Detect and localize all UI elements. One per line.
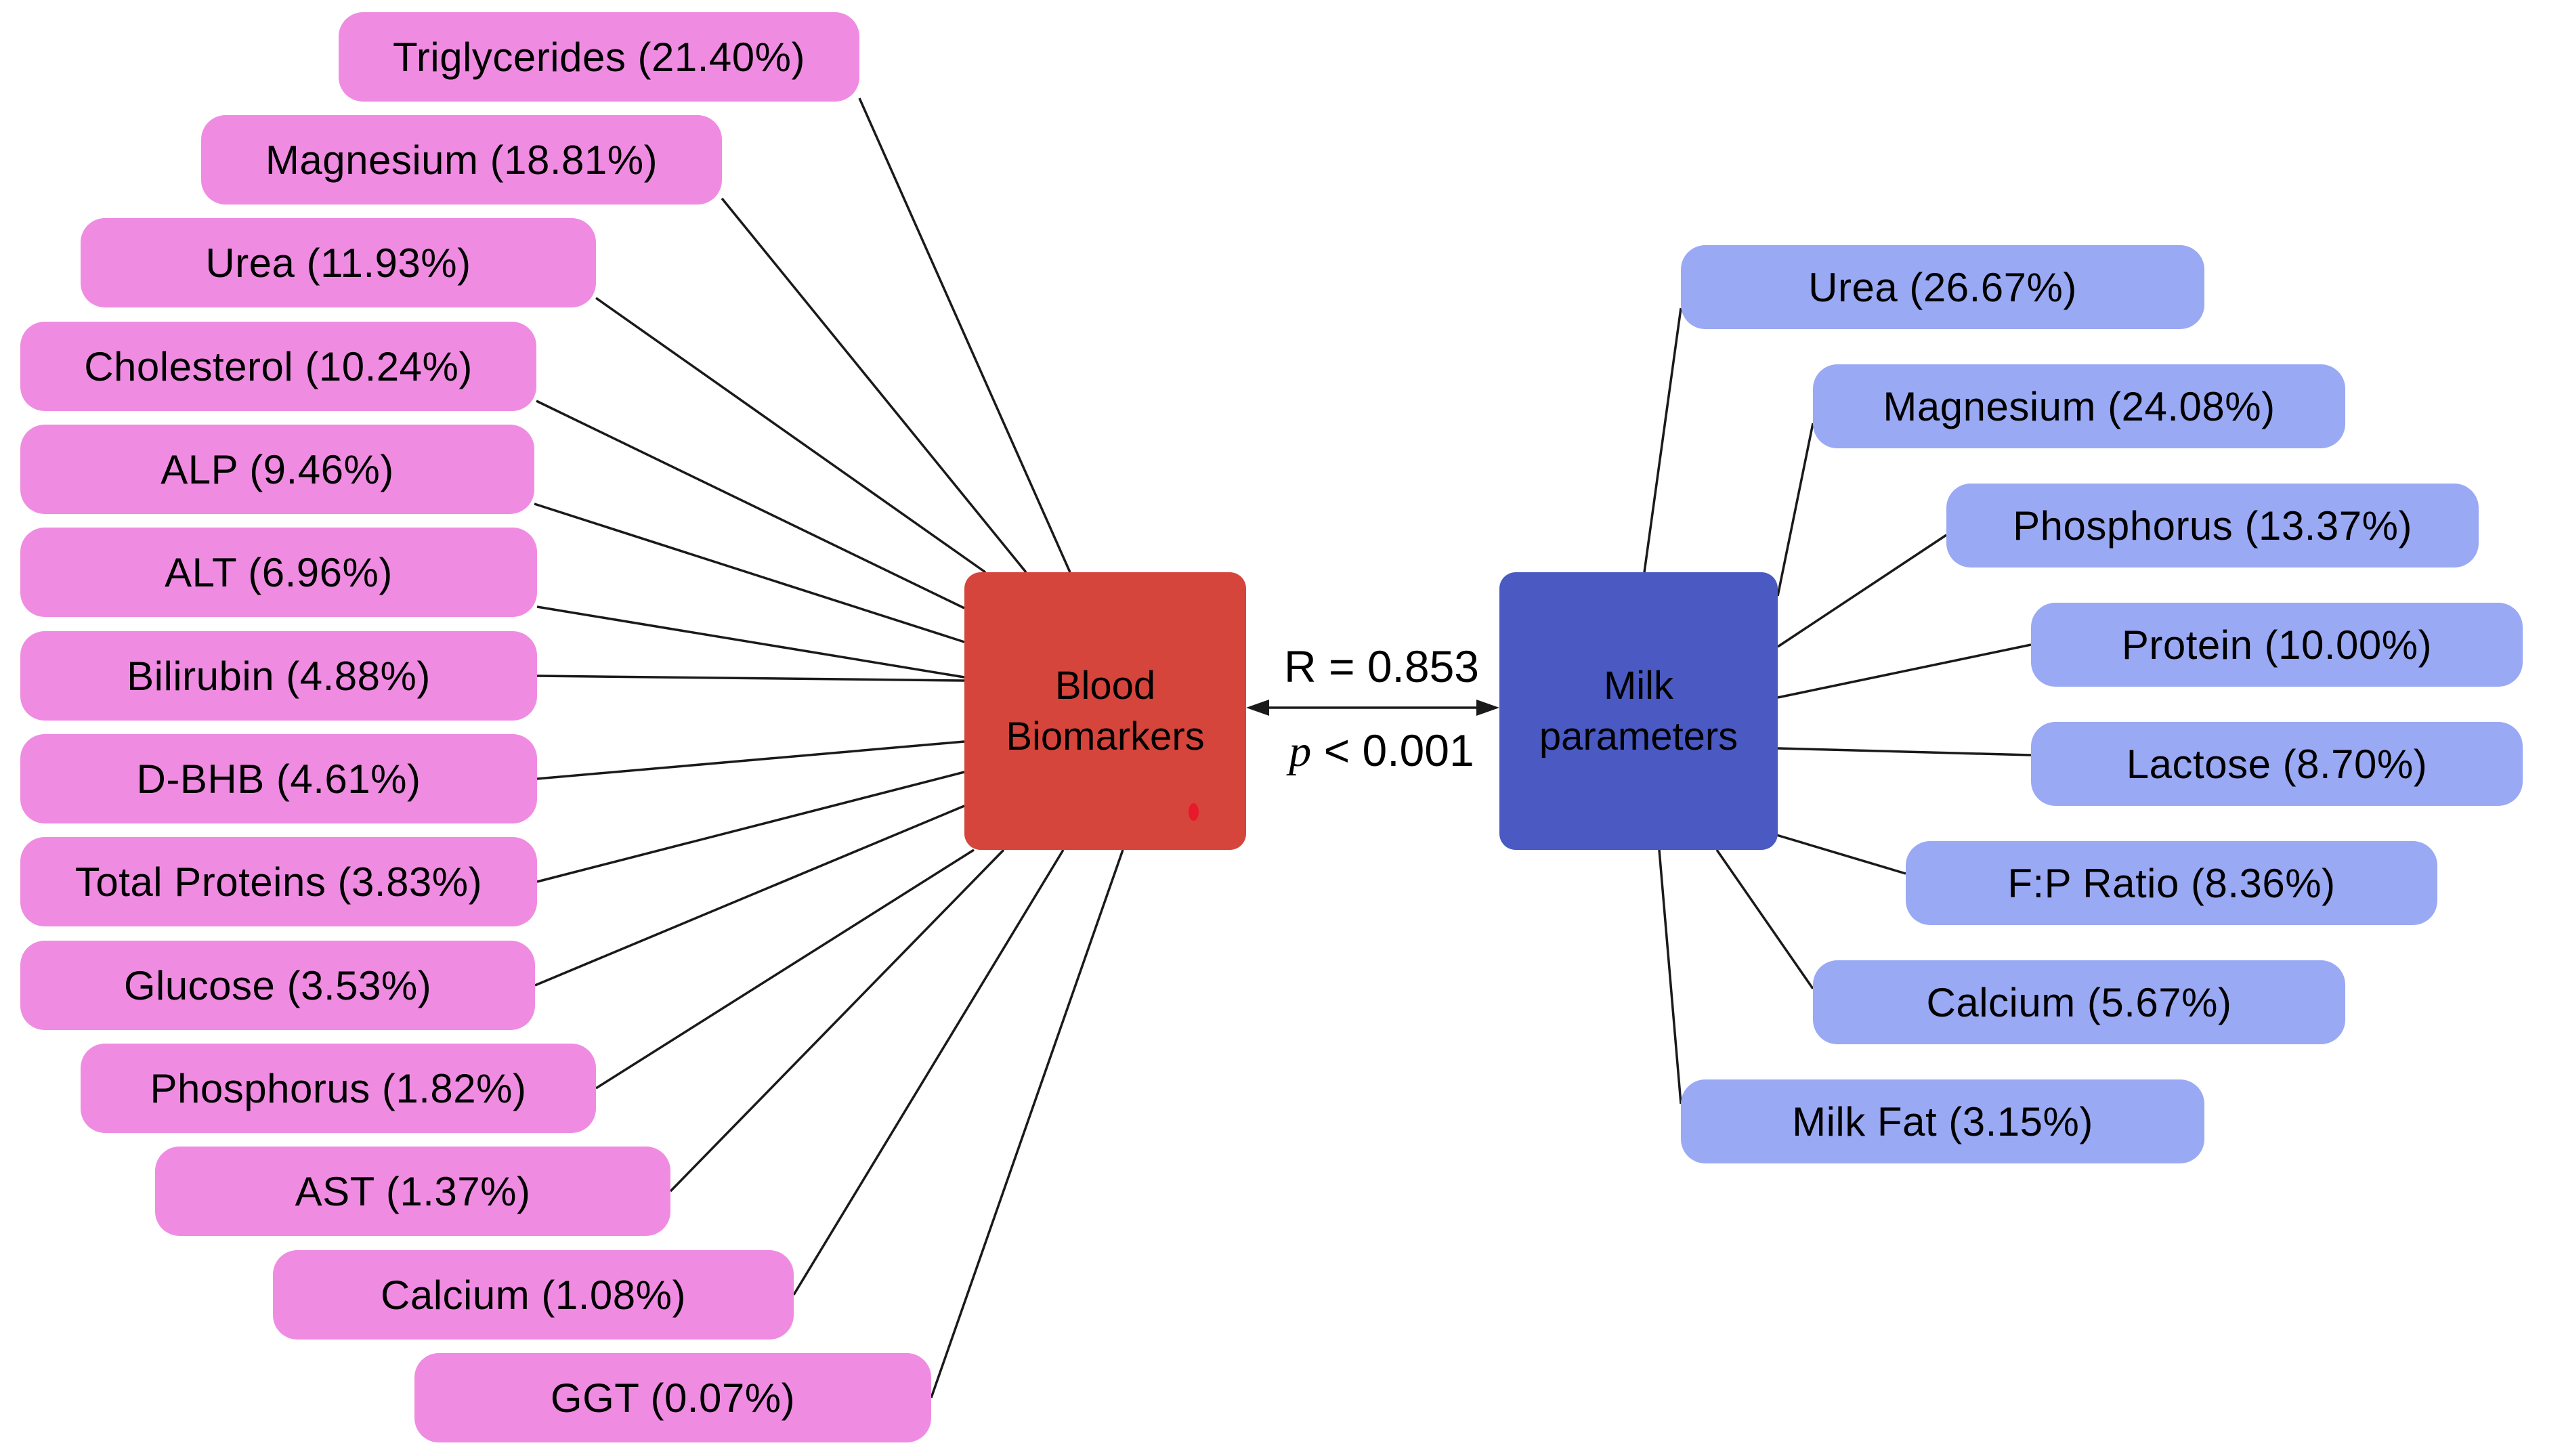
milk-parameters-hub-label: Milk parameters — [1539, 663, 1738, 758]
blood-node-alp: ALP (9.46%) — [20, 425, 534, 514]
blood-node-total-proteins: Total Proteins (3.83%) — [20, 837, 537, 926]
correlation-p-label: p < 0.001 — [1212, 725, 1551, 777]
blood-biomarkers-hub: Blood Biomarkers — [964, 572, 1246, 850]
blood-node-ggt: GGT (0.07%) — [414, 1353, 931, 1442]
blood-node-urea: Urea (11.93%) — [81, 218, 596, 307]
milk-node-calcium: Calcium (5.67%) — [1813, 960, 2345, 1044]
arrowhead-left-icon — [1246, 700, 1269, 716]
milk-node-milk-fat: Milk Fat (3.15%) — [1681, 1079, 2204, 1163]
blood-edge-alt — [536, 605, 965, 679]
blood-edge-glucose — [534, 805, 965, 987]
blood-node-d-bhb: D-BHB (4.61%) — [20, 734, 537, 823]
blood-biomarkers-hub-label: Blood Biomarkers — [1006, 663, 1205, 758]
correlation-r-label: R = 0.853 — [1283, 641, 1480, 691]
blood-edge-ast — [669, 849, 1005, 1193]
milk-node-protein: Protein (10.00%) — [2031, 603, 2523, 687]
blood-edge-alp — [534, 502, 965, 643]
milk-node-phosphorus: Phosphorus (13.37%) — [1946, 484, 2479, 568]
blood-edge-triglycerides — [858, 98, 1071, 573]
blood-node-calcium: Calcium (1.08%) — [273, 1250, 794, 1340]
milk-node-lactose: Lactose (8.70%) — [2031, 722, 2523, 806]
milk-node-f-p-ratio: F:P Ratio (8.36%) — [1906, 841, 2437, 925]
milk-edge-milk-fat — [1658, 849, 1682, 1105]
milk-edge-urea — [1643, 307, 1682, 573]
blood-edge-d-bhb — [536, 740, 965, 780]
blood-edge-bilirubin — [536, 675, 965, 682]
blood-edge-calcium — [792, 849, 1065, 1296]
milk-parameters-hub: Milk parameters — [1499, 572, 1778, 850]
blood-node-alt: ALT (6.96%) — [20, 528, 537, 617]
arrowhead-right-icon — [1476, 700, 1499, 716]
blood-node-ast: AST (1.37%) — [155, 1147, 670, 1236]
red-dot — [1189, 803, 1199, 821]
milk-edge-calcium — [1715, 849, 1814, 989]
blood-node-phosphorus: Phosphorus (1.82%) — [81, 1044, 596, 1133]
milk-edge-phosphorus — [1777, 534, 1947, 648]
blood-edge-magnesium — [721, 197, 1027, 574]
blood-edge-cholesterol — [536, 400, 965, 609]
blood-node-bilirubin: Bilirubin (4.88%) — [20, 631, 537, 721]
milk-edge-f-p-ratio — [1774, 833, 1906, 875]
blood-node-cholesterol: Cholesterol (10.24%) — [20, 322, 536, 411]
blood-edge-total-proteins — [536, 771, 965, 883]
p-symbol: p — [1289, 727, 1312, 776]
blood-node-triglycerides: Triglycerides (21.40%) — [339, 12, 859, 102]
p-value-text: < 0.001 — [1311, 725, 1474, 775]
milk-node-magnesium: Magnesium (24.08%) — [1813, 364, 2345, 448]
milk-edge-magnesium — [1776, 423, 1814, 597]
blood-node-glucose: Glucose (3.53%) — [20, 941, 535, 1030]
milk-edge-protein — [1777, 643, 2032, 699]
milk-edge-lactose — [1777, 747, 2032, 756]
blood-edge-ggt — [930, 849, 1124, 1398]
blood-node-magnesium: Magnesium (18.81%) — [201, 115, 722, 205]
blood-edge-urea — [595, 297, 987, 574]
blood-edge-phosphorus — [595, 849, 975, 1090]
milk-node-urea: Urea (26.67%) — [1681, 245, 2204, 329]
